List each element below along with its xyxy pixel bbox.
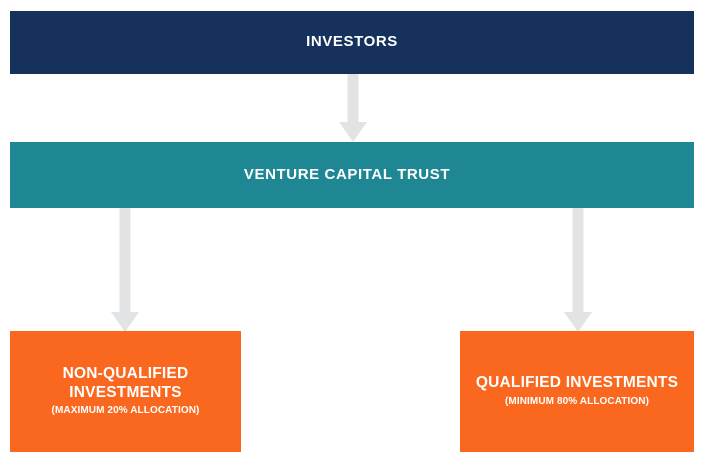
node-non-qualified-investments: NON-QUALIFIED INVESTMENTS (MAXIMUM 20% A… <box>10 331 241 452</box>
node-non-qualified-title-line2: INVESTMENTS <box>69 383 182 401</box>
node-investors-label: INVESTORS <box>306 33 398 51</box>
node-venture-capital-trust: VENTURE CAPITAL TRUST <box>10 142 694 208</box>
node-qualified-allocation-note: (MINIMUM 80% ALLOCATION) <box>504 395 650 407</box>
node-investors: INVESTORS <box>10 11 694 74</box>
node-venture-capital-trust-label: VENTURE CAPITAL TRUST <box>243 165 451 183</box>
arrow-head <box>564 312 592 332</box>
arrow-investors-to-vct-icon <box>339 74 367 142</box>
arrow-vct-to-non-qualified-icon <box>111 208 139 332</box>
arrow-shaft <box>572 208 584 312</box>
node-qualified-investments-label: QUALIFIED INVESTMENTS <box>476 374 678 393</box>
arrow-shaft <box>119 208 131 312</box>
arrow-head <box>111 312 139 332</box>
node-qualified-title-line1: QUALIFIED INVESTMENTS <box>475 374 679 392</box>
node-non-qualified-allocation-note: (MAXIMUM 20% ALLOCATION) <box>51 405 200 417</box>
arrow-shaft <box>347 74 359 122</box>
node-qualified-investments: QUALIFIED INVESTMENTS (MINIMUM 80% ALLOC… <box>460 331 694 452</box>
arrow-vct-to-qualified-icon <box>564 208 592 332</box>
node-non-qualified-title-line1: NON-QUALIFIED <box>62 364 189 382</box>
node-non-qualified-investments-label: NON-QUALIFIED INVESTMENTS <box>63 365 189 403</box>
arrow-head <box>339 122 367 142</box>
